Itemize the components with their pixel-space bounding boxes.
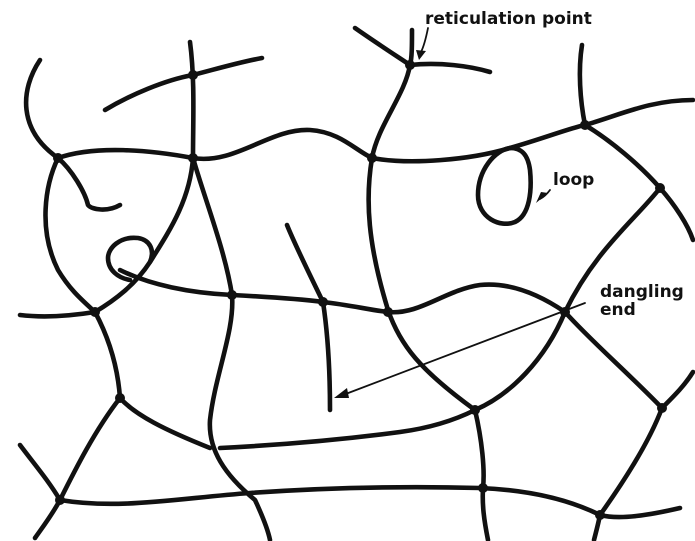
crosslink-node [188,70,198,80]
crosslink-node [53,153,63,163]
strand-right-side [585,125,693,240]
dangling-end-arrowhead [334,388,349,398]
crosslink-node [595,510,605,520]
strand-right-arc [580,45,585,125]
crosslink-node [383,307,393,317]
annotation-labels: reticulation point loop dangling end [425,9,684,320]
strand-bottom-left-curve [60,398,120,500]
strand-top-left-hook [26,60,120,210]
crosslink-node [188,153,198,163]
crosslink-node [580,120,590,130]
strand-bottom-left-diagonal [20,445,60,538]
crosslink-node [55,495,65,505]
strand-right-lower [662,372,693,408]
strand-lower-band [220,312,565,448]
crosslink-node [470,405,480,415]
crosslink-node [90,307,100,317]
strand-right-diagonal [565,188,662,515]
strand-bottom-band [60,487,680,517]
loop-arrowhead [536,192,548,203]
strand-loop [478,148,531,224]
crosslink-node [115,393,125,403]
strand-upper-vertical [95,42,193,312]
loop-label: loop [553,170,594,190]
network-strands [20,28,693,540]
crosslink-node [478,483,488,493]
crosslink-node [657,403,667,413]
strand-reticulation-arc-left [355,28,410,65]
reticulation-point-pointer [421,28,428,52]
dangling-end-pointer [343,303,585,395]
strand-reticulation-arc-right [410,64,490,72]
strand-bottom-right-vertical [475,410,488,540]
strand-reticulation-down [369,30,475,410]
crosslink-node [405,60,415,70]
crosslink-node [318,297,328,307]
reticulation-point-label: reticulation point [425,9,592,29]
strand-dangling-end [287,225,330,410]
crosslink-node [227,290,237,300]
crosslink-node [367,153,377,163]
dangling-end-label-line1: dangling [600,282,684,302]
crosslink-node [655,183,665,193]
dangling-end-label-line2: end [600,300,636,320]
strand-far-left-horizontal [20,312,95,316]
strand-upper-left-arc [105,58,262,110]
reticulation-point-arrowhead [416,50,426,60]
strand-middle-band [120,270,565,312]
strand-center-vertical-1 [193,158,270,540]
